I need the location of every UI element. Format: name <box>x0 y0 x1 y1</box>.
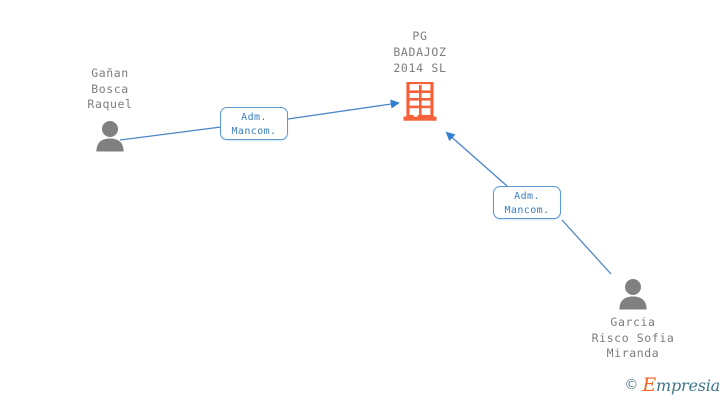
person-icon[interactable] <box>35 120 185 152</box>
brand-logo-text: Empresia <box>642 374 720 396</box>
watermark: © Empresia <box>624 374 720 396</box>
company-name-label: PG BADAJOZ 2014 SL <box>393 29 447 75</box>
copyright-icon: © <box>624 377 639 393</box>
person-name-label-right: Garcia Risco Sofia Miranda <box>591 315 675 360</box>
company-node[interactable]: PG BADAJOZ 2014 SL <box>350 28 490 122</box>
person-name-label-left: Gañan Bosca Raquel <box>87 66 133 111</box>
building-icon-glyph <box>403 82 437 121</box>
person-icon[interactable] <box>558 278 708 310</box>
person-icon-glyph <box>96 120 124 151</box>
person-node-right[interactable]: Garcia Risco Sofia Miranda <box>558 278 708 362</box>
relation-label-right[interactable]: Adm. Mancom. <box>493 186 561 219</box>
edge-right-label-to-company <box>445 131 508 187</box>
person-icon-glyph <box>619 279 647 310</box>
building-icon[interactable] <box>350 82 490 122</box>
brand-initial: E <box>642 374 656 396</box>
edge-right-person-to-label <box>561 219 612 275</box>
person-node-left[interactable]: Gañan Bosca Raquel <box>35 66 185 152</box>
relation-label-left[interactable]: Adm. Mancom. <box>220 107 288 140</box>
brand-rest: mpresia <box>656 376 720 395</box>
